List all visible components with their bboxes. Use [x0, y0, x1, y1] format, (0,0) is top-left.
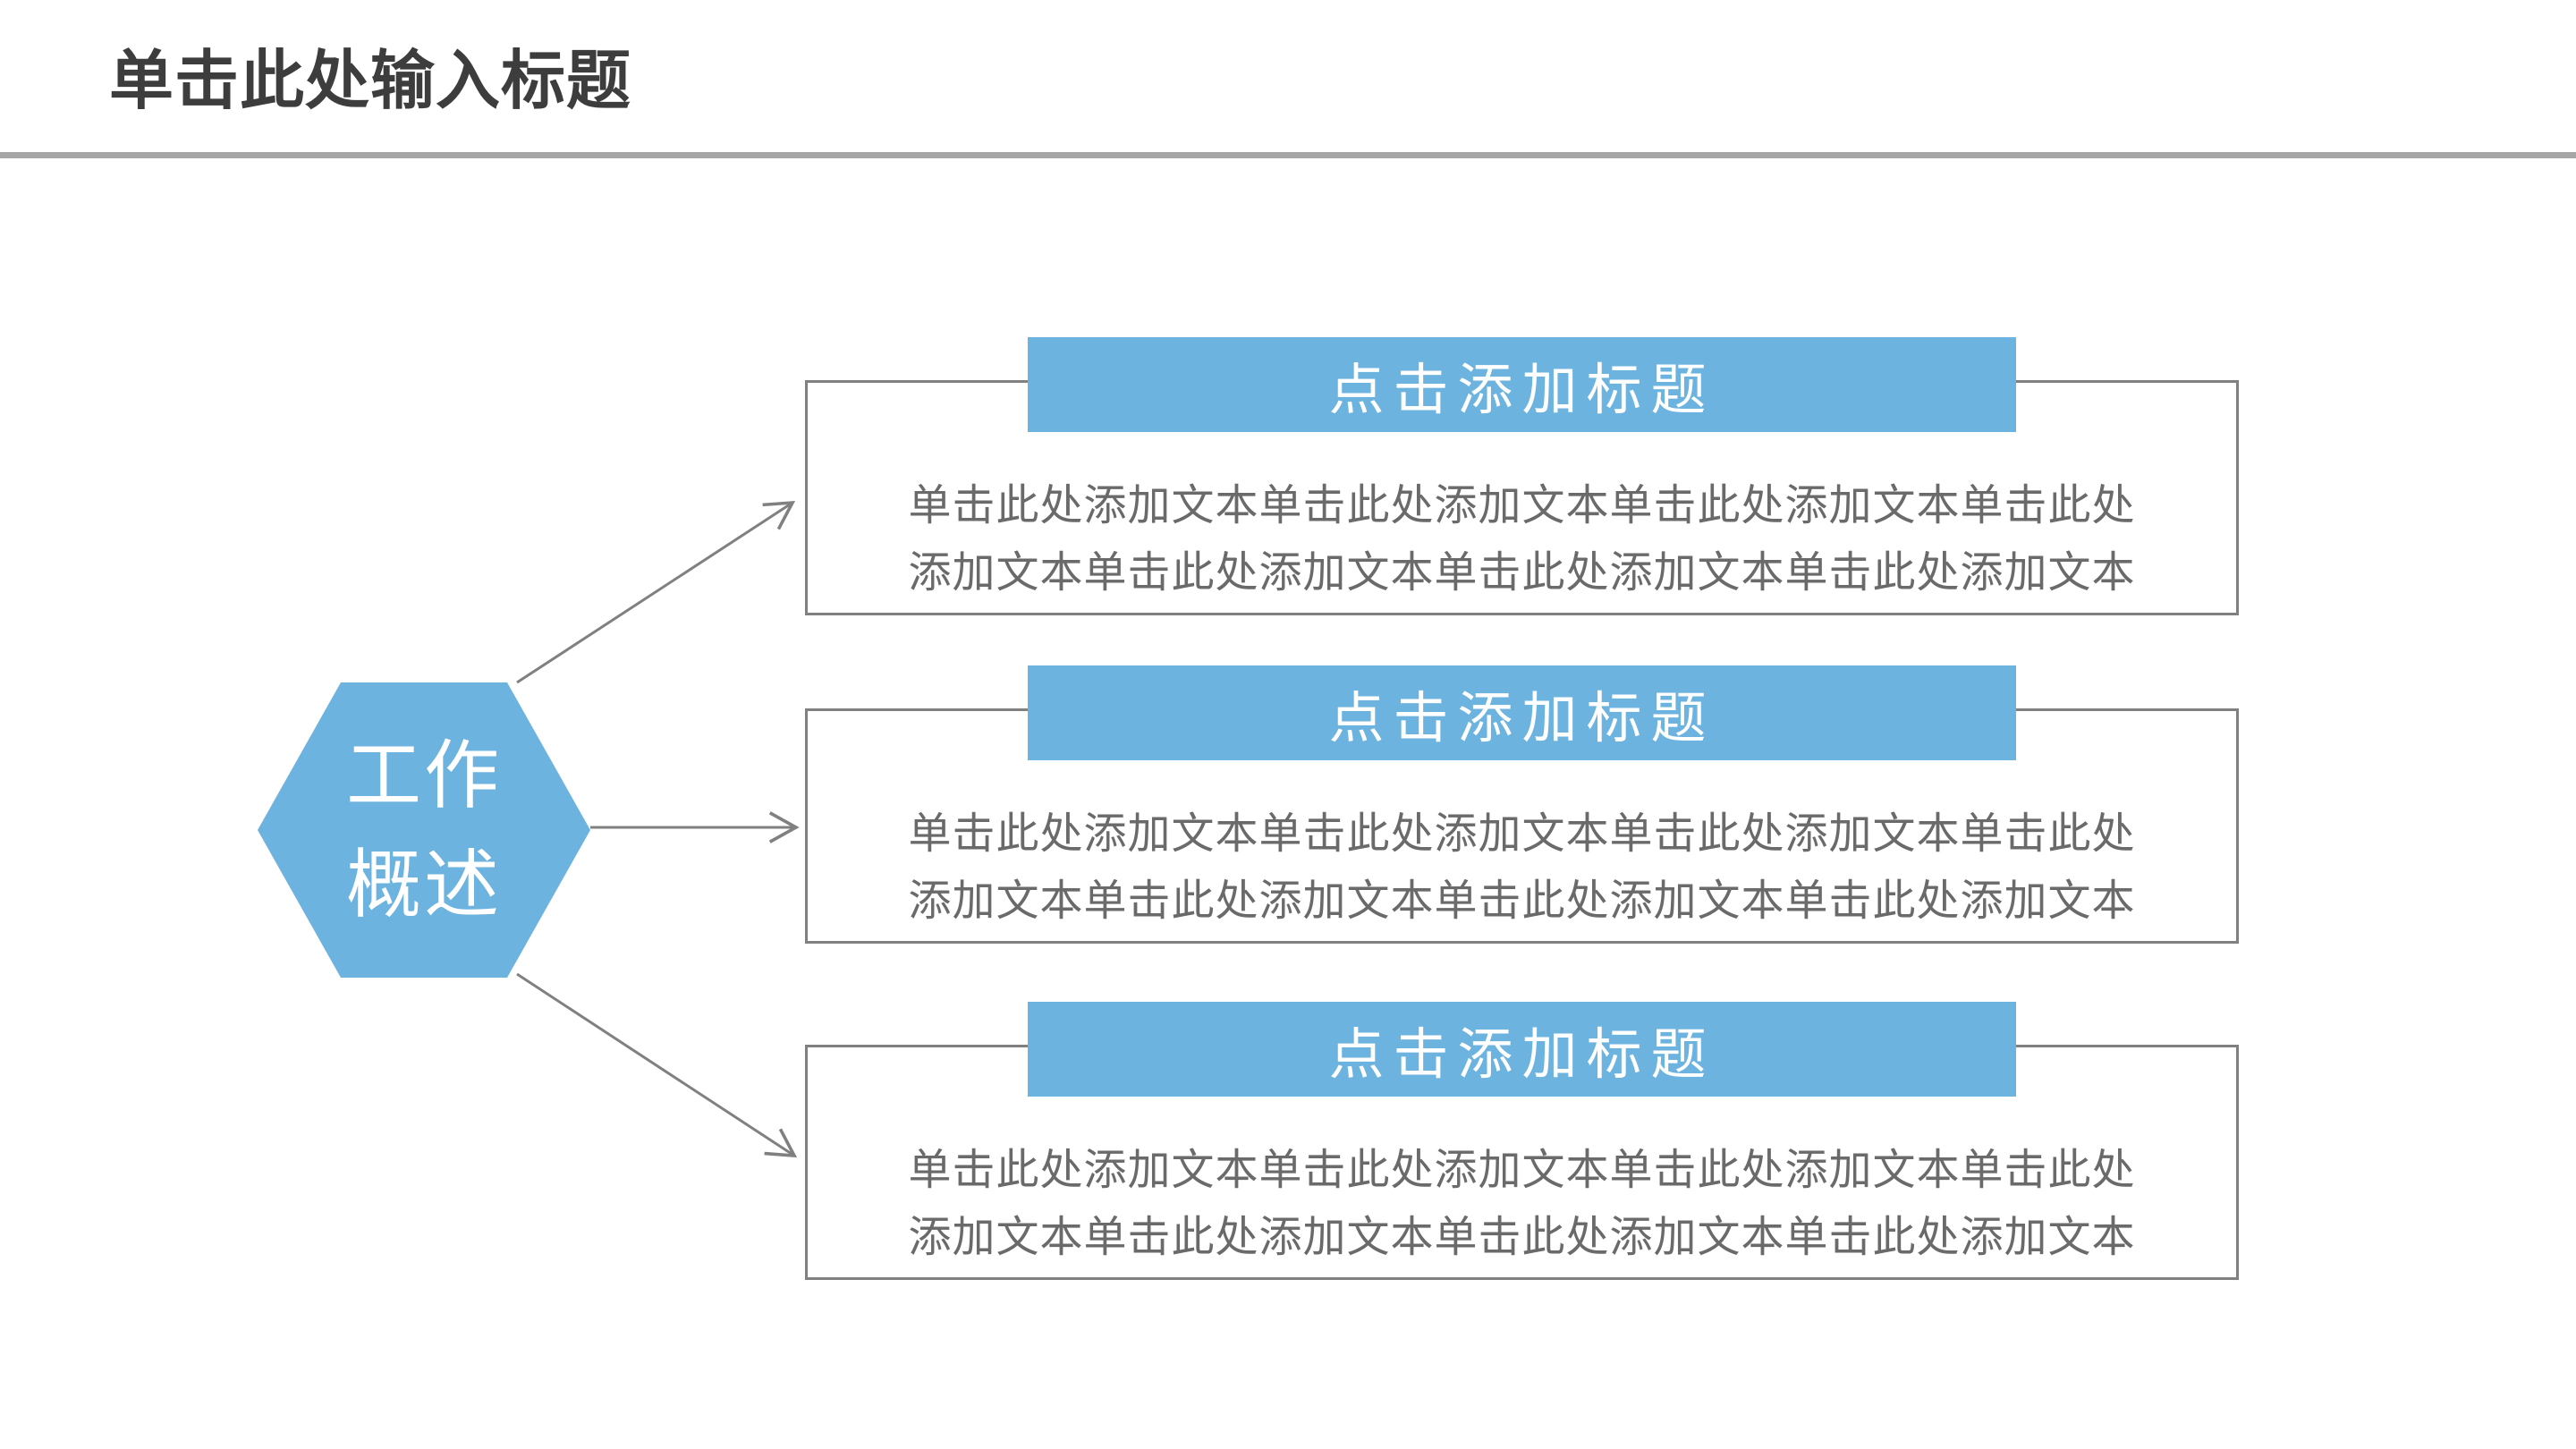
group-3: 单击此处添加文本单击此处添加文本单击此处添加文本单击此处 添加文本单击此处添加文…: [805, 1002, 2239, 1280]
body-text: 单击此处添加文本单击此处添加文本单击此处添加文本单击此处 添加文本单击此处添加文…: [808, 472, 2236, 606]
group-title: 点击添加标题: [1328, 1024, 1716, 1086]
hexagon-label-line-2: 概述: [345, 843, 502, 927]
arrow-to-box-3: [516, 972, 798, 1158]
body-text-line: 单击此处添加文本单击此处添加文本单击此处添加文本单击此处: [908, 482, 2136, 530]
title-divider: [0, 152, 2576, 158]
hexagon-shape: 工作 概述: [258, 682, 590, 978]
body-text-line: 单击此处添加文本单击此处添加文本单击此处添加文本单击此处: [908, 1147, 2136, 1194]
body-text-line: 添加文本单击此处添加文本单击此处添加文本单击此处添加文本: [908, 877, 2136, 925]
body-text: 单击此处添加文本单击此处添加文本单击此处添加文本单击此处 添加文本单击此处添加文…: [808, 801, 2236, 935]
body-text-line: 单击此处添加文本单击此处添加文本单击此处添加文本单击此处: [908, 810, 2136, 858]
hexagon-label-line-1: 工作: [345, 733, 502, 818]
group-2: 单击此处添加文本单击此处添加文本单击此处添加文本单击此处 添加文本单击此处添加文…: [805, 665, 2239, 944]
group-1: 单击此处添加文本单击此处添加文本单击此处添加文本单击此处 添加文本单击此处添加文…: [805, 337, 2239, 615]
group-title-bar: 点击添加标题: [1028, 1002, 2016, 1097]
arrow-to-box-1: [516, 500, 796, 684]
group-title-bar: 点击添加标题: [1028, 665, 2016, 760]
body-text-line: 添加文本单击此处添加文本单击此处添加文本单击此处添加文本: [908, 549, 2136, 597]
body-text-line: 添加文本单击此处添加文本单击此处添加文本单击此处添加文本: [908, 1214, 2136, 1261]
body-text: 单击此处添加文本单击此处添加文本单击此处添加文本单击此处 添加文本单击此处添加文…: [808, 1137, 2236, 1271]
group-title: 点击添加标题: [1328, 688, 1716, 750]
group-title: 点击添加标题: [1328, 360, 1716, 421]
page-title: 单击此处输入标题: [109, 46, 632, 117]
group-title-bar: 点击添加标题: [1028, 337, 2016, 432]
